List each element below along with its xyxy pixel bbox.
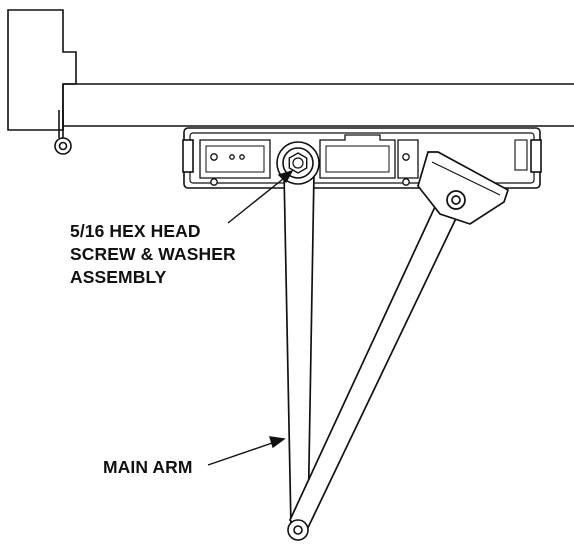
leader-lines [207, 169, 294, 466]
screw-callout-line2: SCREW & WASHER [70, 244, 236, 264]
elbow-pivot [287, 519, 309, 541]
forearm [288, 194, 462, 538]
door-frame [7, 9, 574, 131]
arm-shoe [417, 151, 510, 225]
frame-ring [54, 110, 72, 155]
screw-callout-line3: ASSEMBLY [70, 267, 167, 287]
main-arm-callout: MAIN ARM [103, 457, 193, 477]
mounting-holes [210, 153, 410, 186]
main-arm [283, 171, 315, 530]
screw-callout-line1: 5/16 HEX HEAD [70, 221, 201, 241]
